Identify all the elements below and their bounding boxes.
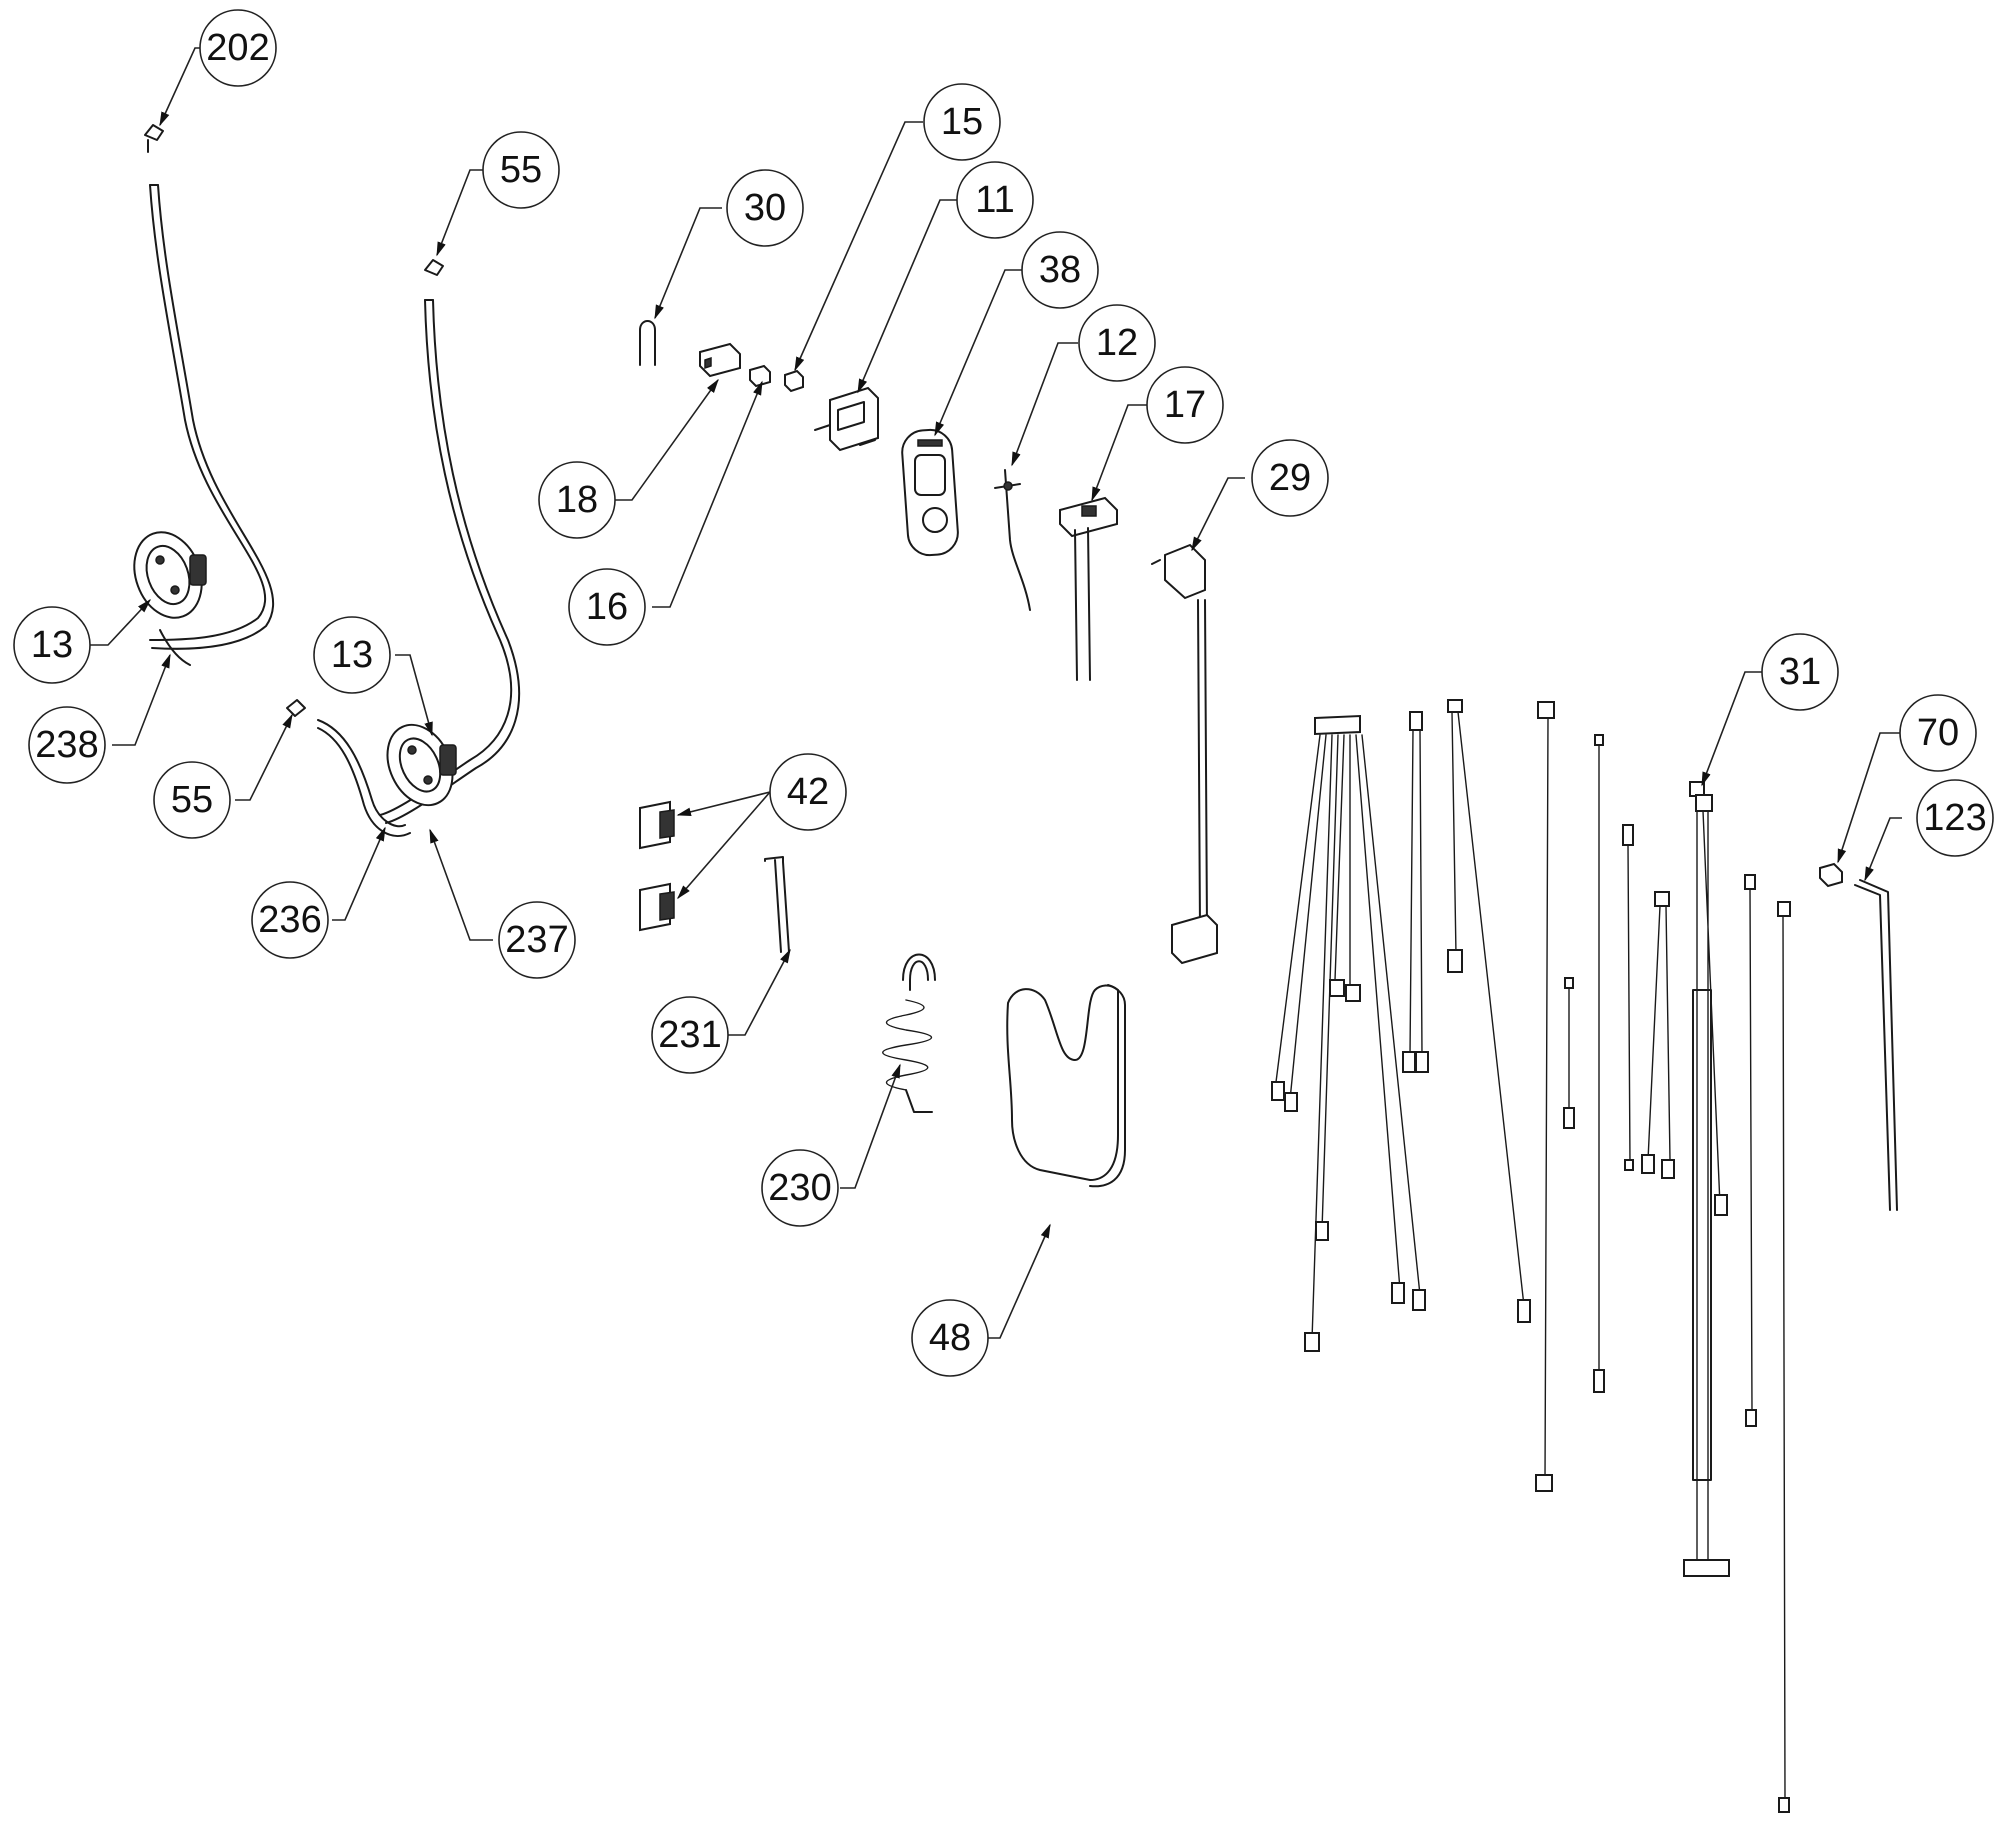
svg-text:237: 237 [505, 919, 568, 961]
hose-icon [159, 629, 191, 666]
connector-icon [1314, 714, 1361, 736]
callout-13-b: 13 [313, 616, 391, 694]
svg-text:12: 12 [1096, 322, 1138, 364]
rocker-switch-icon [829, 386, 879, 452]
control-panel-icon [901, 428, 959, 557]
callout-29: 29 [1251, 439, 1329, 517]
callout-11: 11 [956, 161, 1034, 239]
connector-15 [784, 369, 804, 393]
svg-text:31: 31 [1779, 651, 1821, 693]
callout-16: 16 [568, 568, 646, 646]
control-panel-38 [901, 428, 959, 557]
connector-18 [699, 342, 741, 378]
hose-assembly-right [286, 259, 521, 837]
callout-18: 18 [538, 461, 616, 539]
pressure-switch-icon [133, 531, 207, 619]
callout-17: 17 [1146, 366, 1224, 444]
callout-12: 12 [1078, 304, 1156, 382]
callout-42: 42 [769, 753, 847, 831]
callout-70: 70 [1899, 694, 1977, 772]
hose-assembly-left [133, 124, 275, 666]
callout-238: 238 [28, 706, 106, 784]
hinge-42 [639, 800, 675, 932]
insulation-48 [1006, 984, 1126, 1188]
cap-icon [1819, 862, 1843, 888]
leader-lines [90, 47, 1902, 1339]
rod-231 [764, 856, 790, 953]
spring-230 [882, 953, 936, 1113]
svg-text:30: 30 [744, 187, 786, 229]
svg-text:16: 16 [586, 586, 628, 628]
callout-237: 237 [498, 901, 576, 979]
elbow-fitting-icon [286, 699, 306, 717]
temperature-probe-icon [1854, 884, 1891, 1211]
svg-text:29: 29 [1269, 457, 1311, 499]
callout-48: 48 [911, 1299, 989, 1377]
svg-text:48: 48 [929, 1317, 971, 1359]
callout-55: 55 [482, 131, 560, 209]
power-cord-29 [1151, 543, 1218, 965]
heating-element-icon [1059, 496, 1118, 538]
svg-text:230: 230 [768, 1167, 831, 1209]
svg-text:11: 11 [975, 179, 1014, 221]
callout-236: 236 [251, 881, 329, 959]
connector-icon [1271, 1081, 1285, 1101]
svg-text:13: 13 [31, 624, 73, 666]
spring-clip-icon [639, 320, 656, 366]
callout-31: 31 [1761, 633, 1839, 711]
svg-text:70: 70 [1917, 712, 1959, 754]
plug-icon [1171, 913, 1218, 965]
callout-30: 30 [726, 169, 804, 247]
svg-text:15: 15 [941, 101, 983, 143]
clip-30 [639, 320, 656, 366]
svg-text:17: 17 [1164, 384, 1206, 426]
callout-123: 123 [1916, 779, 1994, 857]
callout-15: 15 [923, 83, 1001, 161]
callout-230: 230 [761, 1149, 839, 1227]
svg-text:123: 123 [1923, 797, 1986, 839]
svg-text:238: 238 [35, 724, 98, 766]
connector-icon [784, 369, 804, 393]
pressure-switch-icon [386, 723, 457, 807]
hose-icon [149, 184, 266, 641]
callout-231: 231 [651, 996, 729, 1074]
callout-202: 202 [199, 9, 277, 87]
callout-55-b: 55 [153, 761, 231, 839]
insulation-pad-icon [1006, 984, 1119, 1182]
connector-icon [749, 364, 771, 388]
hose-icon [151, 184, 275, 650]
rod-icon [764, 856, 790, 953]
svg-text:55: 55 [171, 779, 213, 821]
heating-element-17 [1059, 496, 1118, 681]
sensor-12 [994, 469, 1031, 611]
connector-16 [749, 364, 771, 388]
svg-text:231: 231 [658, 1014, 721, 1056]
spring-icon [882, 999, 932, 1091]
elbow-fitting-icon [424, 259, 444, 276]
svg-text:13: 13 [331, 634, 373, 676]
svg-text:42: 42 [787, 771, 829, 813]
wire-harness [1271, 699, 1898, 1813]
svg-text:18: 18 [556, 479, 598, 521]
hose-icon [317, 719, 406, 828]
svg-text:236: 236 [258, 899, 321, 941]
hook-icon [909, 960, 929, 991]
switch-11 [814, 386, 879, 452]
svg-text:38: 38 [1039, 249, 1081, 291]
callout-38: 38 [1021, 231, 1099, 309]
power-cord-icon [1164, 543, 1206, 600]
sensor-wire-icon [1004, 469, 1031, 611]
connector-icon [699, 342, 741, 378]
elbow-fitting-icon [144, 124, 164, 153]
callout-13: 13 [13, 606, 91, 684]
svg-text:55: 55 [500, 149, 542, 191]
svg-text:202: 202 [206, 27, 269, 69]
